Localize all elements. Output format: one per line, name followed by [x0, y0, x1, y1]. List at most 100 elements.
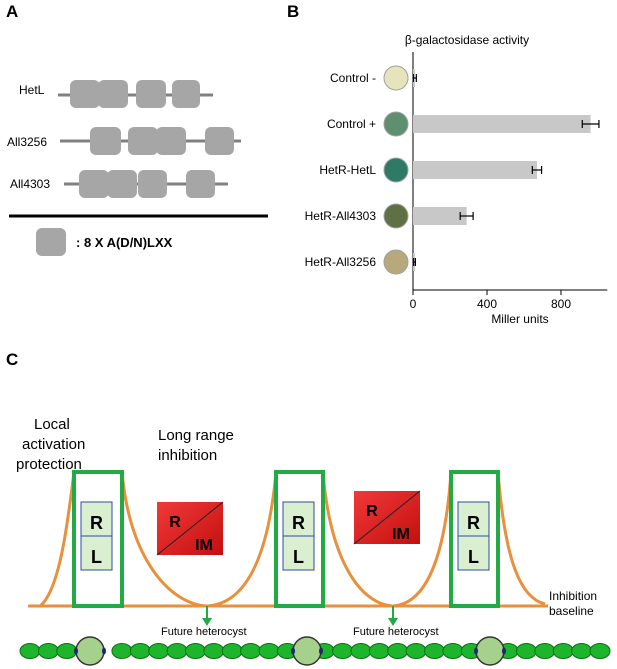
x-tick-label: 400	[477, 297, 497, 311]
polar-plug	[74, 647, 78, 655]
panel-label-a: A	[6, 2, 18, 21]
vegetative-cell	[129, 643, 151, 659]
rim-box-r: R	[169, 514, 181, 531]
repeat-domain	[138, 170, 167, 198]
repeat-domain	[136, 80, 166, 108]
rim-box-r: R	[366, 503, 378, 520]
rl-box-r: R	[292, 513, 305, 533]
polar-plug	[291, 647, 295, 655]
inhibition-baseline-label-line1: Inhibition	[549, 589, 597, 603]
vegetative-cell	[424, 643, 446, 659]
vegetative-cell	[534, 643, 556, 659]
vegetative-cell	[405, 643, 427, 659]
vegetative-cell	[166, 643, 188, 659]
heterocyst-cell	[75, 636, 105, 666]
vegetative-cell	[258, 643, 280, 659]
vegetative-cell	[515, 643, 537, 659]
repeat-domain	[186, 170, 215, 198]
vegetative-cell	[240, 643, 262, 659]
repeat-domain	[205, 127, 234, 155]
x-tick-label: 0	[410, 297, 417, 311]
repeat-domain	[79, 170, 109, 198]
colony-spot	[383, 157, 409, 183]
bar	[413, 161, 537, 179]
vegetative-cell	[148, 643, 170, 659]
colony-spot	[383, 111, 409, 137]
inhibition-baseline-label-line2: baseline	[549, 604, 594, 618]
category-label: HetR-HetL	[319, 163, 376, 177]
future-heterocyst-arrow	[202, 606, 212, 626]
chart-title: β-galactosidase activity	[405, 33, 529, 47]
legend-repeat-domain	[36, 228, 66, 256]
repeat-domain	[90, 127, 121, 155]
polar-plug	[474, 647, 478, 655]
rl-box-l: L	[293, 547, 304, 567]
local-activation-label-line2: activation	[22, 436, 85, 453]
category-label: Control -	[330, 71, 376, 85]
colony-spot	[383, 203, 409, 229]
long-range-label-line1: Long range	[158, 427, 234, 444]
vegetative-cell	[111, 643, 133, 659]
rim-box: R IM	[156, 501, 224, 556]
rl-box: R L	[457, 501, 490, 571]
protein-label-all3256: All3256	[7, 135, 47, 149]
rl-box: R L	[282, 501, 315, 571]
rim-box: R IM	[353, 490, 421, 545]
polar-plug	[502, 647, 506, 655]
activation-zone-box	[449, 470, 500, 608]
heterocyst-cell	[475, 636, 505, 666]
vegetative-cell	[442, 643, 464, 659]
protein-label-hetl: HetL	[19, 83, 45, 97]
rl-box-l: L	[468, 547, 479, 567]
repeat-domain	[172, 80, 200, 108]
vegetative-cell	[552, 643, 574, 659]
x-axis-label: Miller units	[491, 312, 548, 326]
bar	[413, 115, 591, 133]
rim-box-im: IM	[392, 526, 410, 543]
vegetative-cell	[184, 643, 206, 659]
cyanobacterial-filament	[19, 636, 611, 666]
activation-zone-box	[72, 470, 124, 608]
x-tick-label: 800	[551, 297, 571, 311]
vegetative-cell	[571, 643, 593, 659]
local-activation-label-line3: protection	[16, 456, 82, 473]
rl-box-l: L	[91, 547, 102, 567]
protein-label-all4303: All4303	[10, 177, 50, 191]
heterocyst-cell	[292, 636, 322, 666]
repeat-domain	[98, 80, 128, 108]
polar-plug	[102, 647, 106, 655]
category-label: Control +	[327, 117, 376, 131]
rl-box-r: R	[90, 513, 103, 533]
repeat-domain	[128, 127, 158, 155]
vegetative-cell	[203, 643, 225, 659]
local-activation-label-line1: Local	[34, 416, 70, 433]
long-range-label-line2: inhibition	[158, 447, 217, 464]
panel-label-c: C	[6, 350, 18, 369]
future-heterocyst-label: Future heterocyst	[353, 626, 439, 638]
protein-diagram: HetL All3256 All4303 : 8 X A(D/N)LXX	[7, 80, 268, 256]
repeat-domain	[107, 170, 137, 198]
vegetative-cell	[589, 643, 611, 659]
vegetative-cell	[221, 643, 243, 659]
rim-box-im: IM	[195, 537, 213, 554]
bar-chart: β-galactosidase activity 0 400 800 Control …	[305, 33, 608, 326]
colony-spot	[383, 249, 409, 275]
panel-label-b: B	[287, 2, 299, 21]
future-heterocyst-label: Future heterocyst	[161, 626, 247, 638]
repeat-domain	[70, 80, 100, 108]
vegetative-cell	[19, 643, 41, 659]
repeat-domain	[156, 127, 186, 155]
category-label: HetR-All4303	[305, 209, 377, 223]
rl-box: R L	[80, 501, 113, 571]
category-label: HetR-All3256	[305, 255, 377, 269]
vegetative-cell	[37, 643, 59, 659]
inhibition-model: Local activation protection Long range i…	[16, 416, 611, 666]
vegetative-cell	[368, 643, 390, 659]
bar	[413, 207, 467, 225]
colony-spot	[383, 65, 409, 91]
rl-box-r: R	[467, 513, 480, 533]
activation-zone-box	[274, 470, 325, 608]
vegetative-cell	[350, 643, 372, 659]
chart-plot-area: 0 400 800 Control - Control + HetR-HetL HetR-A…	[305, 52, 608, 311]
